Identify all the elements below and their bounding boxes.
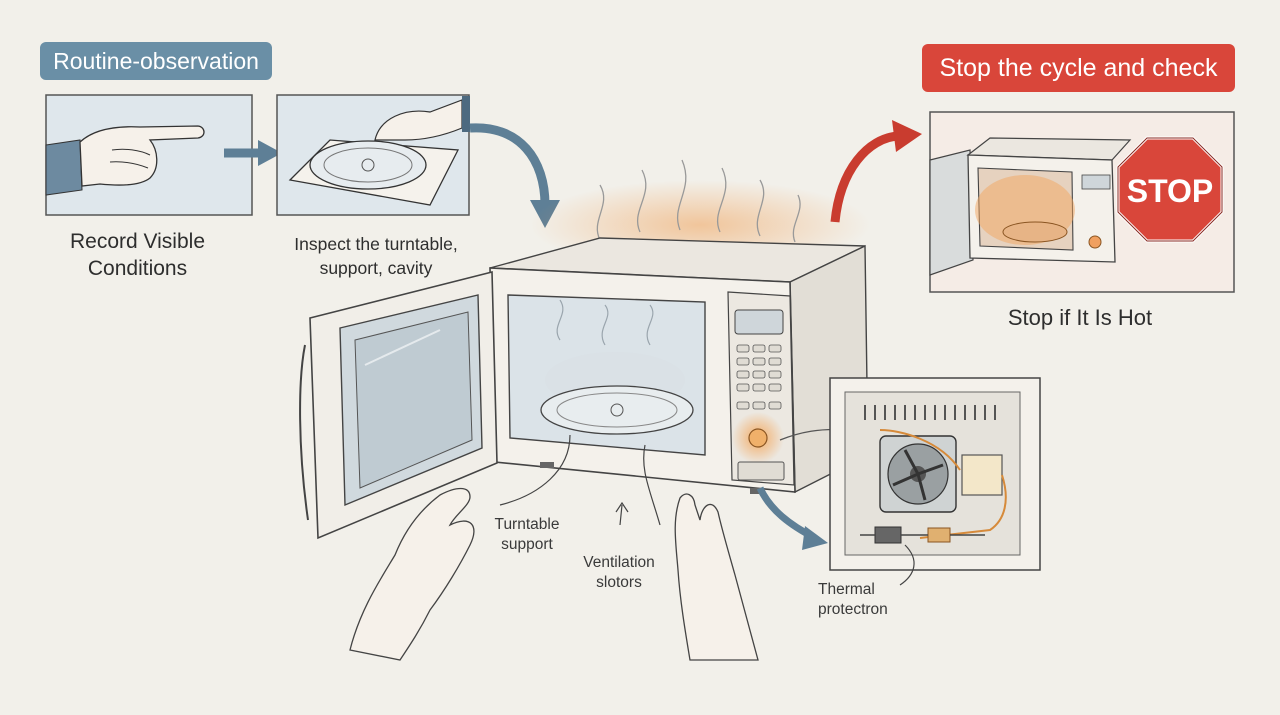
record-panel <box>45 94 253 216</box>
microwave-main <box>489 237 869 494</box>
thermal-inset <box>829 377 1041 586</box>
routine-observation-badge: Routine-observation <box>40 42 272 80</box>
inspect-caption-line1: Inspect the turntable, <box>294 234 458 254</box>
stop-sign-icon: STOP <box>1116 136 1224 243</box>
flow-arrow-2 <box>469 123 550 206</box>
turntable-plate-icon <box>288 96 470 206</box>
hands-sketch <box>349 487 759 661</box>
stop-panel: STOP <box>929 111 1235 293</box>
turntable-callout-line <box>499 434 571 506</box>
stop-if-hot-caption: Stop if It Is Hot <box>1007 305 1153 330</box>
thermal-protector-label: Thermal protectron <box>818 581 888 618</box>
stop-sign-text: STOP <box>1127 173 1214 209</box>
inspect-caption: Inspect the turntable, support, cavity <box>270 232 482 280</box>
cooling-fan-icon <box>879 435 957 513</box>
stop-cycle-badge: Stop the cycle and check <box>922 44 1235 92</box>
ventilation-slots-label: Ventilation slotors <box>583 554 655 591</box>
turntable-support-label: Turntable support <box>494 516 560 553</box>
vent-callout-line <box>643 444 661 526</box>
microwave-door <box>299 270 498 540</box>
inspect-caption-line2: support, cavity <box>319 258 433 278</box>
flow-arrow-red <box>830 131 899 223</box>
inspect-panel <box>276 94 470 216</box>
pointing-hand-icon <box>45 125 205 196</box>
record-visible-conditions-caption: Record Visible Conditions <box>69 230 205 280</box>
